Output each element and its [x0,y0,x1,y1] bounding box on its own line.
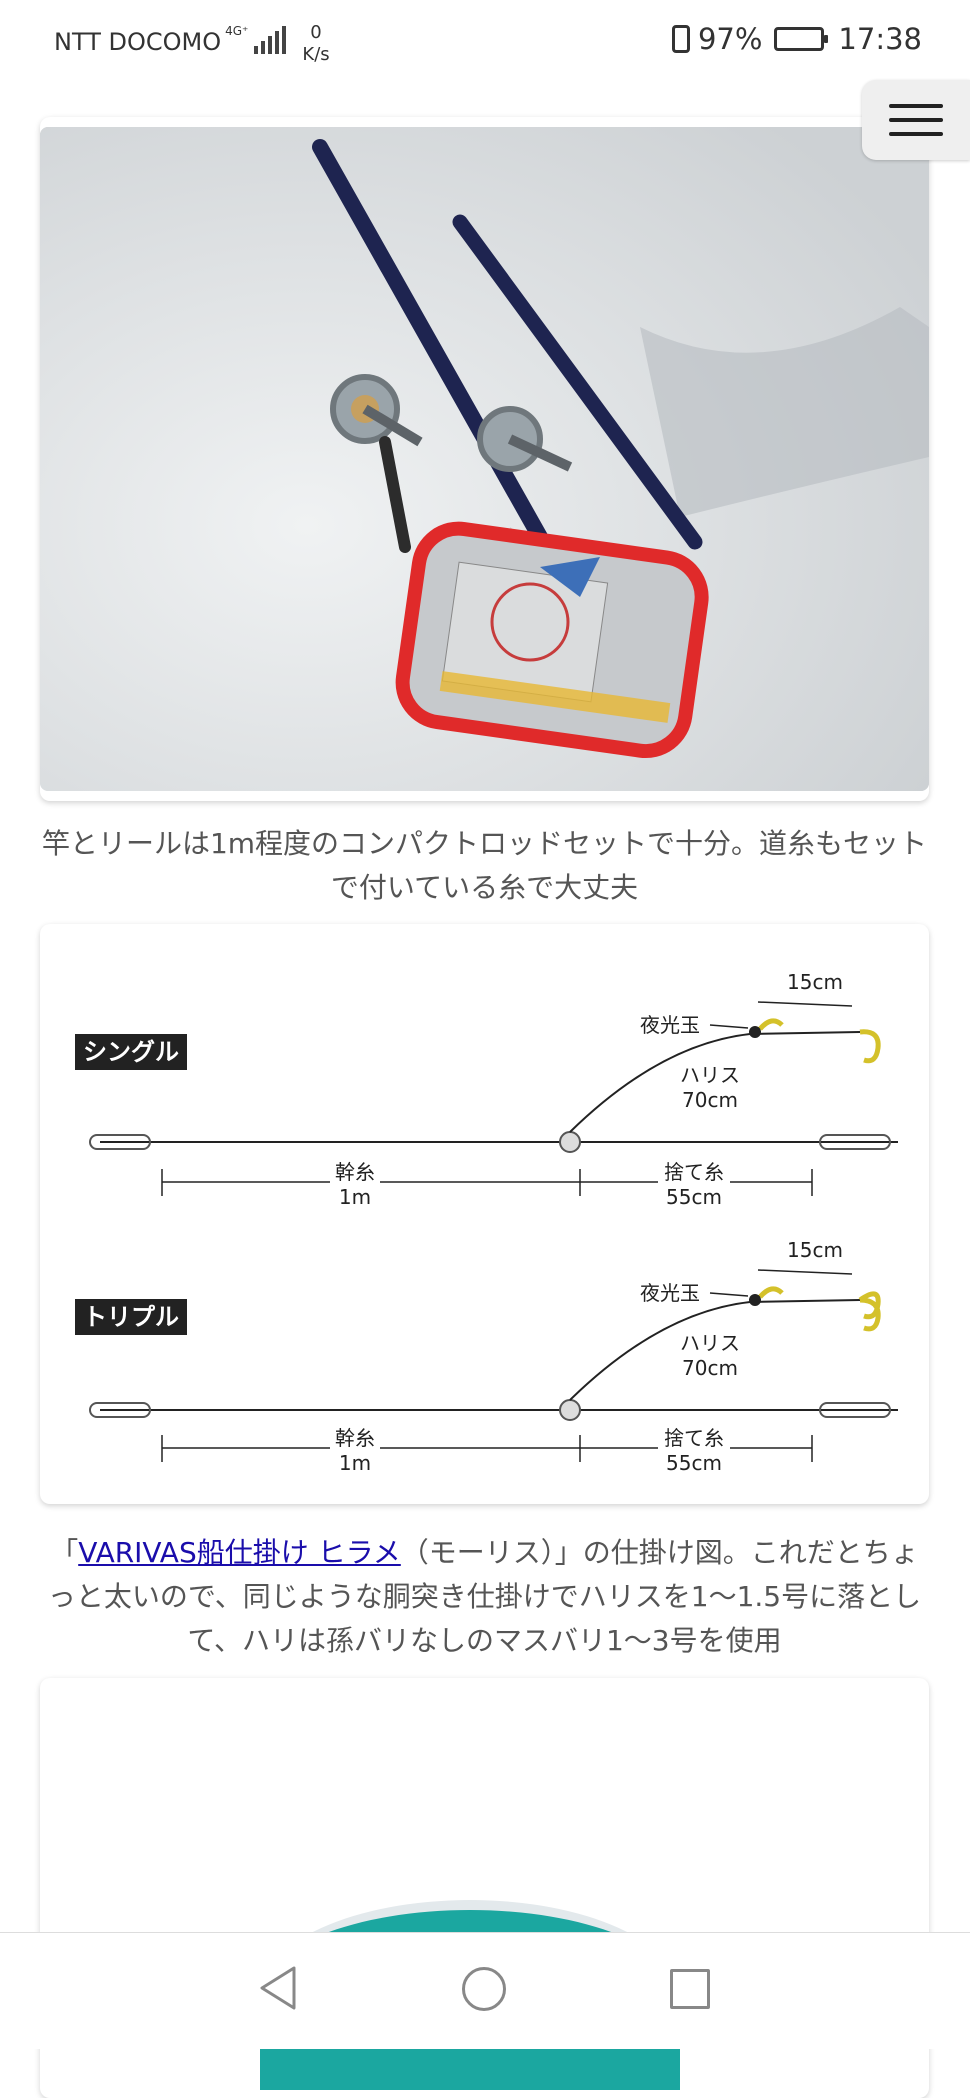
recent-apps-icon[interactable] [670,1969,710,2009]
menu-icon-line [889,132,943,136]
triple-mikiito-length: 1m [339,1451,371,1475]
triple-label: トリプル [83,1303,179,1331]
triple-dropper-distance: 15cm [787,1238,843,1262]
single-suteito-label: 捨て糸 [664,1160,724,1184]
single-suteito-length: 55cm [666,1185,722,1209]
signal-icon [254,26,287,54]
photo-card [40,117,929,801]
hamburger-menu-button[interactable] [862,80,970,160]
battery-icon [774,27,829,51]
back-icon[interactable] [258,1965,298,2011]
triple-suteito-length: 55cm [666,1451,722,1475]
menu-icon-line [889,118,943,122]
triple-mikiito-label: 幹糸 [335,1426,375,1450]
single-mikiito-length: 1m [339,1185,371,1209]
system-nav-bar [0,1932,970,2049]
single-label: シングル [83,1038,179,1066]
carrier-name: NTT DOCOMO [54,28,222,56]
single-rig-diagram: シングル 夜光玉 15cm ハリス 70cm 幹糸 1m 捨て糸 [75,970,898,1210]
diagram-caption: 「VARIVAS船仕掛け ヒラメ（モーリス）」の仕掛け図。これだとちょっと太いの… [47,1536,922,1657]
photo-caption: 竿とリールは1m程度のコンパクトロッドセットで十分。道糸もセットで付いている糸で… [41,827,928,904]
rig-diagram: シングル 夜光玉 15cm ハリス 70cm 幹糸 1m 捨て糸 [75,970,898,1476]
single-glow-ball: 夜光玉 [640,1013,700,1037]
triple-rig-diagram: トリプル 夜光玉 15cm ハリス 70cm 幹糸 1m 捨て糸 [75,1238,898,1476]
single-harisu-length: 70cm [682,1088,738,1112]
triple-harisu-label: ハリス [680,1331,740,1355]
triple-glow-ball: 夜光玉 [640,1281,700,1305]
vibrate-icon [671,25,690,53]
fishing-gear-photo [40,127,929,791]
triple-harisu-length: 70cm [682,1356,738,1380]
battery-percent: 97% [697,22,763,56]
home-icon[interactable] [462,1967,506,2011]
triple-suteito-label: 捨て糸 [664,1426,724,1450]
clock: 17:38 [838,22,922,56]
rig-diagram-card: シングル 夜光玉 15cm ハリス 70cm 幹糸 1m 捨て糸 [40,924,929,1504]
single-mikiito-label: 幹糸 [335,1160,375,1184]
single-dropper-distance: 15cm [787,970,843,994]
menu-icon-line [889,104,943,108]
status-bar: NTT DOCOMO 4G⁺ 0 K/s 97% 17:38 [0,0,970,84]
varivas-product-link[interactable]: VARIVAS船仕掛け ヒラメ [78,1536,401,1569]
network-type: 4G⁺ [225,24,249,38]
network-speed: 0 K/s [302,22,330,65]
single-harisu-label: ハリス [680,1063,740,1087]
